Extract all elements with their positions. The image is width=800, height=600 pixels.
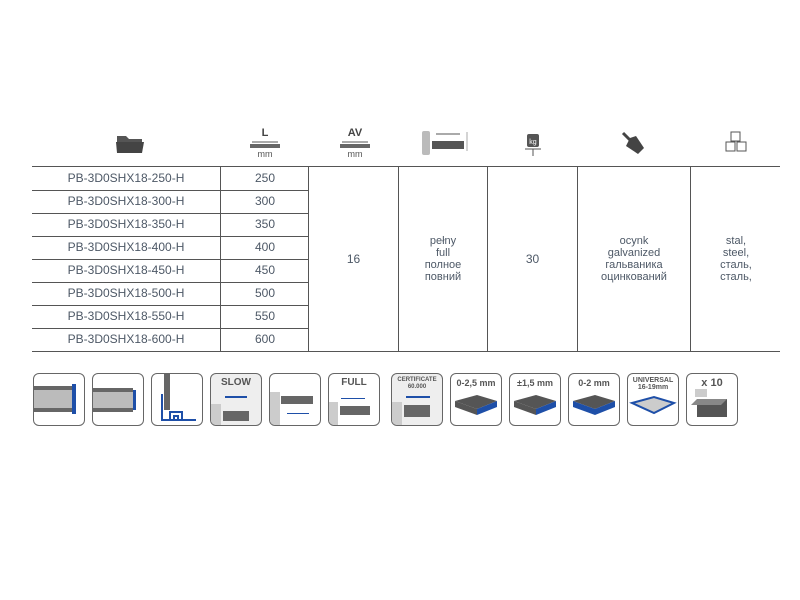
push-open-badge xyxy=(269,373,321,426)
slow-close-badge: SLOW xyxy=(210,373,262,426)
drawer-depth-icon: AV mm xyxy=(330,120,380,166)
universal-badge: UNIVERSAL 16-19mm xyxy=(627,373,679,426)
narrow-mount-badge xyxy=(92,373,144,426)
full-extension-badge: FULL xyxy=(328,373,380,426)
height-adjust-badge: 0-2,5 mm xyxy=(450,373,502,426)
material-cubes-icon xyxy=(718,120,754,166)
pack-quantity-badge: x 10 xyxy=(686,373,738,426)
certificate-badge: CERTIFICATE 60.000 xyxy=(391,373,443,426)
av-cell: 16 xyxy=(308,167,398,351)
depth-adjust-badge: 0-2 mm xyxy=(568,373,620,426)
side-mount-badge xyxy=(33,373,85,426)
load-capacity-icon: kg xyxy=(515,120,551,166)
load-cell: 30 xyxy=(487,167,577,351)
side-adjust-badge: ±1,5 mm xyxy=(509,373,561,426)
svg-text:kg: kg xyxy=(529,139,537,146)
finish-brush-icon xyxy=(615,120,651,166)
folder-icon xyxy=(110,120,150,166)
extension-icon xyxy=(415,120,475,166)
length-icon: L mm xyxy=(240,120,290,166)
profile-badge xyxy=(151,373,203,426)
material-cell: stal,steel,сталь,сталь, xyxy=(690,167,781,351)
